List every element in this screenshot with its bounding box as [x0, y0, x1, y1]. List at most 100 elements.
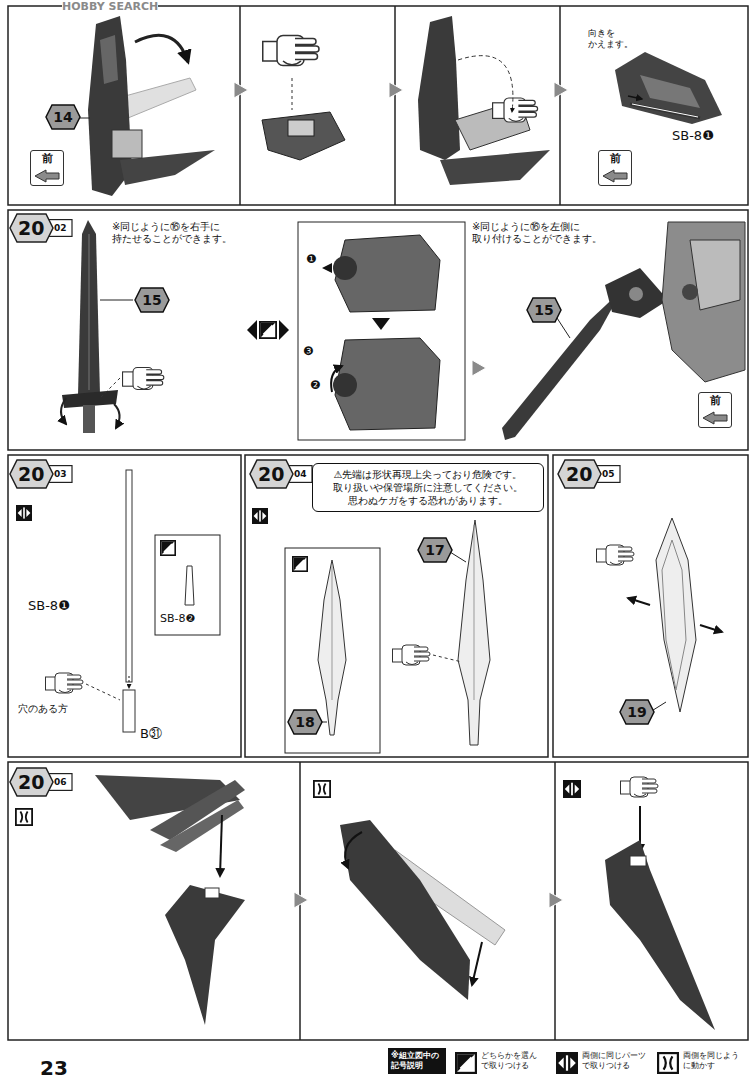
panel-frame	[239, 6, 241, 205]
hand-illustration	[292, 78, 293, 110]
rod-illustration	[123, 690, 135, 732]
blade-illustration	[332, 565, 333, 700]
closeup-illustration	[324, 267, 332, 269]
shield-illustration	[621, 777, 659, 797]
shield-part-illustration	[632, 104, 698, 117]
rod-illustration	[161, 541, 175, 555]
front-arrow-icon	[603, 170, 627, 182]
direction-label: 前	[610, 152, 621, 165]
callout-hexagon: 15	[135, 288, 169, 312]
robot-illustration	[682, 284, 698, 300]
step-badge: 2005	[558, 460, 620, 488]
panel-frame	[553, 455, 748, 757]
panel-frame	[155, 535, 220, 635]
shield-illustration	[112, 130, 142, 158]
shield-illustration	[100, 35, 118, 84]
direction-label: 前	[710, 394, 721, 407]
sword-illustration	[502, 268, 688, 440]
rod-illustration	[185, 566, 194, 605]
shield-illustration	[340, 820, 505, 1000]
legend-heading-box: ※組立図中の 記号説明	[388, 1048, 446, 1074]
shield-illustration	[472, 942, 482, 985]
substep-number: 04	[294, 470, 307, 479]
step-number: 20	[18, 773, 44, 792]
rod-illustration	[46, 673, 84, 693]
hand-illustration	[262, 112, 345, 160]
step-badge: 2006	[10, 768, 72, 796]
wing-illustration	[165, 885, 245, 1025]
choose-symbol	[293, 557, 307, 571]
callout-number: ❸	[303, 344, 314, 358]
sword-illustration	[114, 404, 120, 428]
step-number: 20	[18, 465, 44, 484]
panel-frame	[8, 6, 748, 1040]
shield-illustration	[88, 16, 215, 196]
wing-illustration	[220, 815, 222, 876]
panel-frame	[285, 548, 380, 753]
step-arrow	[234, 82, 248, 98]
callout-hexagon: 14	[46, 105, 80, 129]
panel-frame	[8, 210, 748, 450]
leader-line	[450, 552, 466, 562]
shield-part-illustration	[640, 75, 700, 108]
part-name: SB-8❶	[28, 598, 70, 614]
sword-illustration	[78, 220, 100, 395]
callout-number: ❷	[310, 378, 321, 392]
legend-swatch	[456, 1053, 476, 1073]
shield-illustration	[345, 832, 362, 868]
watermark: HOBBY SEARCH	[62, 0, 158, 13]
shield-part-illustration	[615, 52, 722, 124]
hand-illustration	[288, 120, 314, 136]
blade-illustration	[458, 520, 490, 745]
step-badge-shape	[10, 460, 53, 488]
rod-illustration	[86, 684, 120, 700]
closeup-illustration	[324, 235, 440, 430]
both-sides-symbol	[563, 780, 581, 798]
panel-frame	[8, 455, 241, 757]
sword-illustration	[629, 287, 643, 301]
page-number: 23	[40, 1056, 68, 1080]
step-badge: 2004	[250, 460, 312, 488]
robot-illustration	[690, 240, 740, 310]
shield-part-illustration	[615, 52, 722, 124]
rod-illustration	[129, 676, 130, 688]
both-sides-symbol	[252, 508, 268, 524]
hand-illustration	[262, 36, 345, 161]
front-direction-box: 前	[698, 392, 732, 428]
legend-entry: どちらかを選ん で取りつける	[481, 1051, 553, 1071]
substep-number: 05	[602, 470, 615, 479]
step-arrow	[294, 892, 308, 908]
step-arrow	[389, 82, 403, 98]
step-badge-shape	[558, 460, 601, 488]
choose-symbol	[247, 320, 289, 340]
part-name: B㉛	[140, 726, 162, 742]
callout-number: 15	[534, 302, 553, 318]
panel-frame	[8, 6, 748, 205]
front-direction-box: 前	[598, 150, 632, 186]
warning-text: ⚠先端は形状再現上尖っており危険です。 取り扱いや保管場所に注意してください。 …	[333, 469, 523, 506]
callout-hexagon: 15	[527, 298, 561, 322]
shield-illustration	[418, 16, 550, 185]
step-badge-shape	[250, 460, 293, 488]
shield-illustration	[605, 840, 715, 1030]
crystal-shield-illustration	[656, 518, 696, 712]
substep-number: 03	[54, 470, 67, 479]
callout-hexagon-shape	[620, 700, 654, 724]
callout-hexagon: 18	[288, 710, 322, 734]
step-number: 20	[18, 219, 44, 238]
sword-illustration	[89, 234, 90, 390]
step-badge: 2003	[10, 460, 72, 488]
both-sides-symbol	[16, 505, 32, 521]
shield-illustration	[630, 856, 646, 866]
sword-illustration	[502, 290, 622, 440]
shield-part-illustration	[630, 104, 700, 118]
sword-illustration	[61, 398, 66, 424]
shield-illustration	[440, 150, 550, 185]
robot-illustration	[662, 222, 745, 382]
callout-hexagon: 17	[418, 538, 452, 562]
step-arrow	[554, 82, 568, 98]
sword-illustration	[83, 405, 95, 433]
callout-number: 15	[142, 292, 161, 308]
step-arrow	[549, 892, 563, 908]
